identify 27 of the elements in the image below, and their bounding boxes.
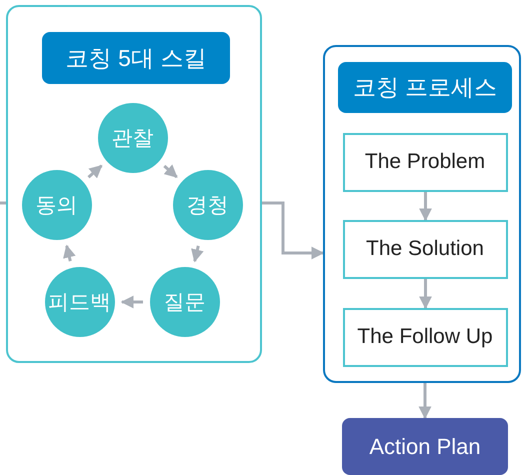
group-panel (323, 45, 521, 383)
process-box (342, 220, 508, 278)
section-heading: 코칭 프로세스 (338, 62, 512, 113)
arrow (419, 279, 432, 310)
node-label: 질문 (164, 290, 206, 316)
node-label: Action Plan (369, 434, 481, 460)
arrow (419, 192, 432, 222)
node-label: The Solution (366, 237, 484, 261)
node-label: 경청 (186, 192, 228, 218)
node-label: 동의 (36, 192, 78, 218)
arrow (418, 383, 432, 420)
arrow (191, 246, 204, 262)
node-label: 피드백 (48, 290, 111, 316)
result-box (342, 418, 508, 475)
node-label: The Follow Up (357, 325, 493, 349)
arrow (163, 164, 178, 178)
arrow (88, 164, 102, 178)
group-panel (6, 5, 262, 363)
process-box (342, 132, 508, 192)
node-label: 관찰 (112, 126, 154, 152)
arrow (120, 296, 143, 308)
arrow (262, 202, 324, 260)
process-box (342, 308, 508, 366)
skill-circle (98, 102, 168, 172)
section-heading: 코칭 5대 스킬 (42, 32, 230, 84)
arrow (63, 244, 76, 262)
node-label: The Problem (364, 150, 486, 174)
